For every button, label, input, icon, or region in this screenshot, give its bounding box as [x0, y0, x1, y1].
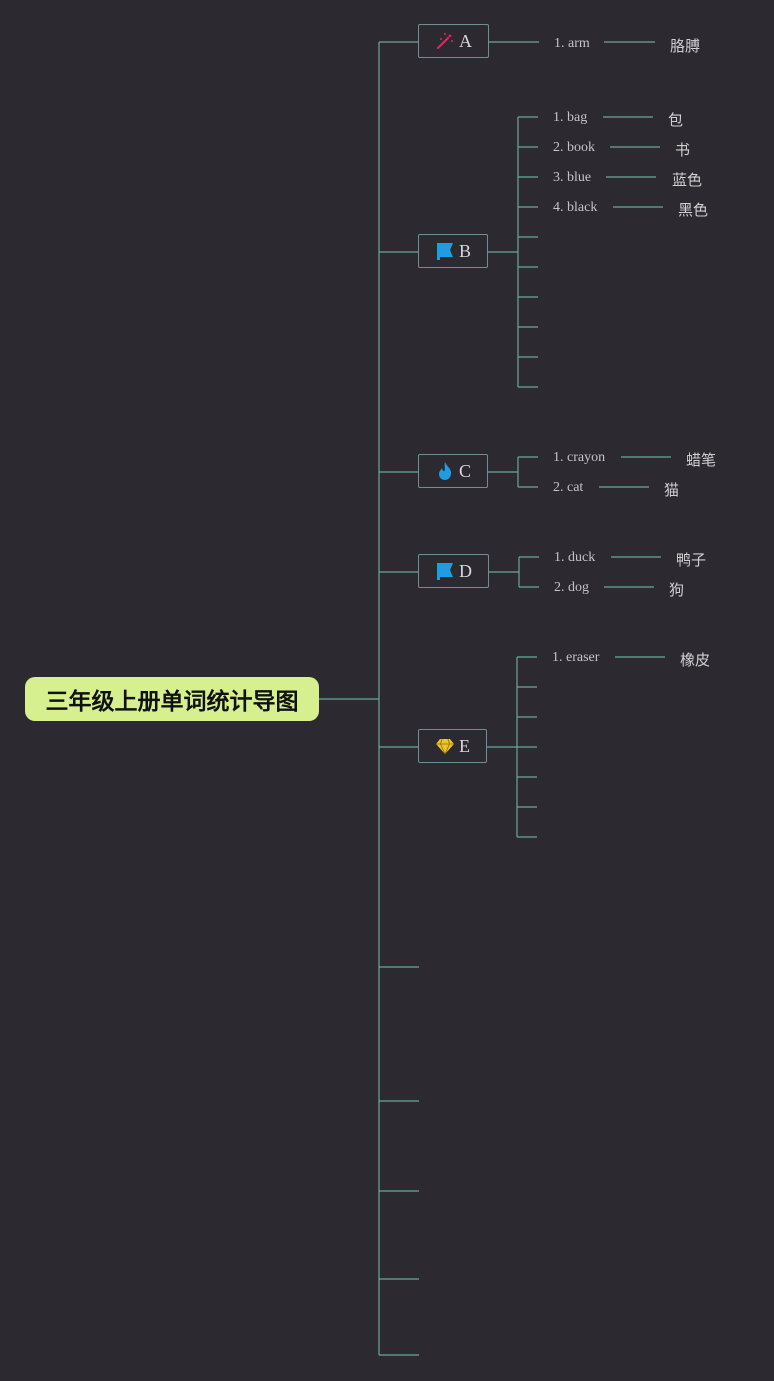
word-chinese[interactable]: 狗 [669, 581, 685, 599]
diamond-icon [436, 738, 454, 755]
word-chinese[interactable]: 橡皮 [680, 651, 711, 669]
word-english[interactable]: 3. blue [553, 170, 592, 185]
letter-label: B [458, 240, 471, 261]
flag-icon [437, 563, 453, 580]
letter-label: E [459, 735, 470, 756]
word-chinese[interactable]: 包 [668, 111, 684, 129]
root-node[interactable]: 三年级上册单词统计导图 [25, 677, 319, 721]
magic-wand-icon [436, 33, 453, 50]
word-chinese[interactable]: 书 [675, 141, 691, 159]
node-letter-d[interactable]: D [418, 554, 489, 588]
word-english[interactable]: 2. dog [554, 580, 589, 595]
word-chinese[interactable]: 黑色 [678, 201, 709, 219]
word-chinese[interactable]: 蓝色 [672, 171, 703, 189]
letter-label: C [458, 460, 471, 481]
word-english[interactable]: 1. bag [553, 110, 588, 125]
word-english[interactable]: 1. eraser [552, 650, 600, 665]
node-letter-a[interactable]: A [418, 24, 489, 58]
flag-icon [436, 243, 453, 260]
word-chinese[interactable]: 猫 [664, 481, 680, 499]
node-letter-e[interactable]: E [418, 729, 487, 763]
word-chinese[interactable]: 胳膊 [670, 37, 701, 55]
word-chinese[interactable]: 鸭子 [676, 551, 707, 569]
word-chinese[interactable]: 蜡笔 [686, 451, 717, 469]
word-english[interactable]: 4. black [553, 200, 598, 215]
word-english[interactable]: 1. crayon [553, 450, 606, 465]
node-letter-b[interactable]: B [418, 234, 488, 268]
letter-label: D [459, 560, 472, 581]
node-letter-c[interactable]: C [418, 454, 488, 488]
word-english[interactable]: 1. duck [554, 550, 596, 565]
flame-icon [438, 462, 452, 480]
letter-label: A [459, 30, 472, 51]
word-english[interactable]: 2. book [553, 140, 595, 155]
word-english[interactable]: 2. cat [553, 480, 584, 495]
root-title: 三年级上册单词统计导图 [45, 689, 299, 715]
word-english[interactable]: 1. arm [554, 36, 590, 51]
